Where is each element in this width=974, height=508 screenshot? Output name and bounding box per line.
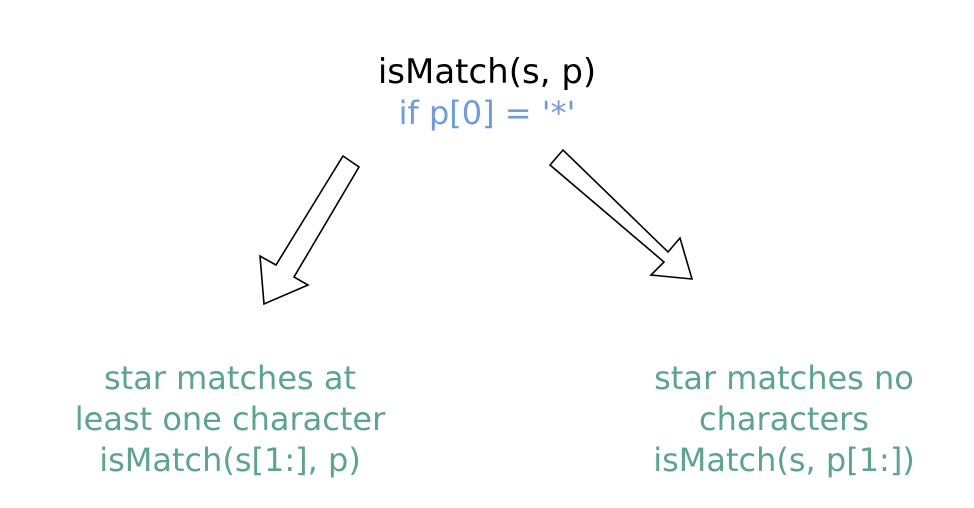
left-branch-line1: star matches at — [103, 359, 357, 397]
left-branch-call: isMatch(s[1:], p) — [99, 441, 361, 479]
right-branch-call: isMatch(s, p[1:]) — [653, 441, 915, 479]
right-branch-arrow — [548, 148, 694, 280]
right-branch-text: star matches no characters isMatch(s, p[… — [584, 358, 974, 481]
root-condition-label: if p[0] = '*' — [398, 94, 576, 132]
right-branch-line2: characters — [699, 400, 869, 438]
left-branch-text: star matches at least one character isMa… — [30, 358, 430, 481]
root-call-label: isMatch(s, p) — [377, 52, 597, 92]
left-branch-arrow — [259, 154, 361, 306]
left-branch-line2: least one character — [74, 400, 386, 438]
right-branch-line1: star matches no — [654, 359, 914, 397]
